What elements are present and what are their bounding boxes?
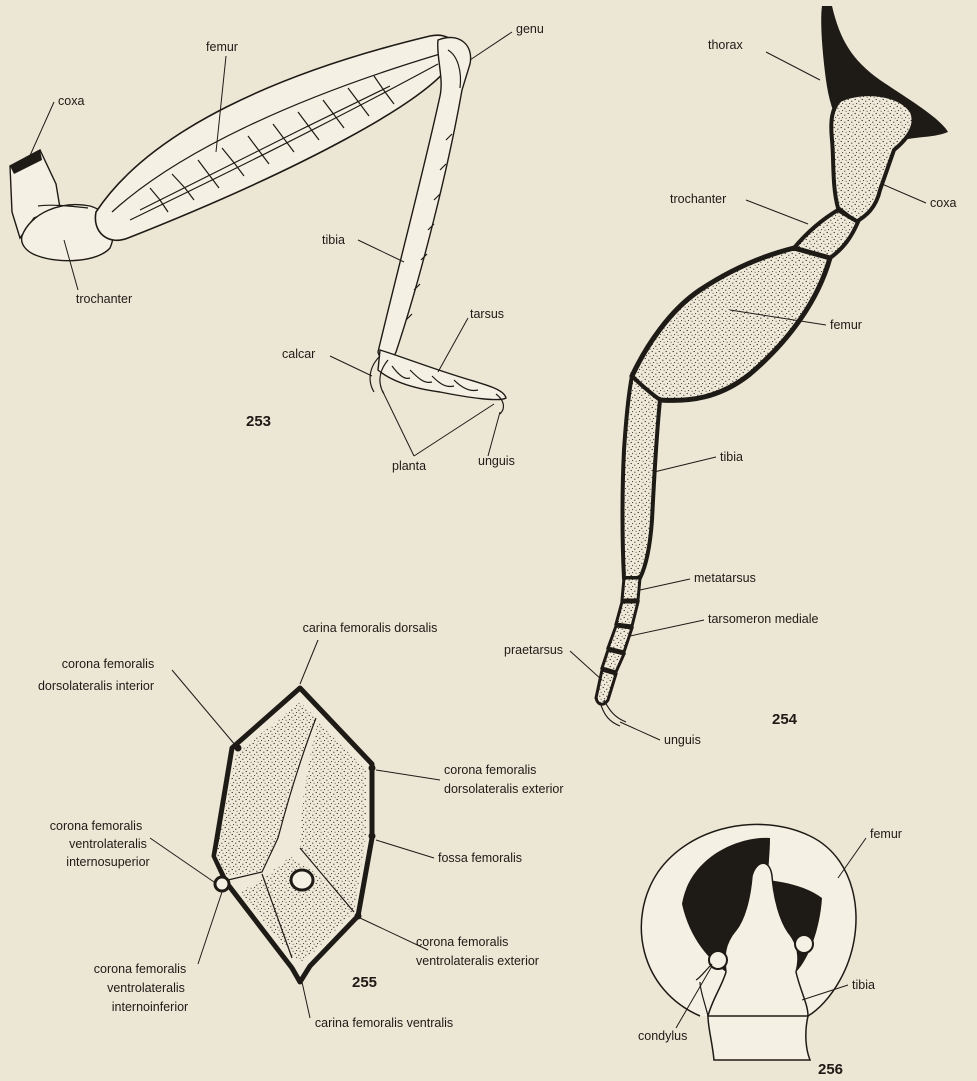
fig253-label-tibia: tibia <box>322 233 345 247</box>
fig254-tibia-shape <box>623 376 661 578</box>
fig253-label-femur: femur <box>206 40 238 54</box>
fig254-label-praetarsus: praetarsus <box>504 643 563 657</box>
fig255-label-dli-1: corona femoralis <box>62 657 154 671</box>
fig255-canal <box>291 870 313 890</box>
fig254-label-unguis: unguis <box>664 733 701 747</box>
fig254-number: 254 <box>772 711 798 728</box>
fig253-tarsus-shape <box>370 350 506 414</box>
fig254-tarsus-shape <box>596 578 640 726</box>
fig255-label-vlii-3: internoinferior <box>112 1000 188 1014</box>
fig253-label-planta: planta <box>392 459 426 473</box>
fig253-label-trochanter: trochanter <box>76 292 132 306</box>
fig254-label-metatarsus: metatarsus <box>694 571 756 585</box>
fig256-label-condylus: condylus <box>638 1029 687 1043</box>
fig256-label-tibia: tibia <box>852 978 875 992</box>
figure-256: femur tibia condylus 256 <box>638 824 902 1078</box>
fig254-label-coxa: coxa <box>930 196 956 210</box>
fig253-label-tarsus: tarsus <box>470 307 504 321</box>
fig255-label-carina-ventralis: carina femoralis ventralis <box>315 1016 453 1030</box>
figure-254: thorax trochanter coxa femur tibia metat… <box>504 6 956 747</box>
fig253-label-unguis: unguis <box>478 454 515 468</box>
figure-255: carina femoralis dorsalis corona femoral… <box>38 621 564 1030</box>
fig253-label-coxa: coxa <box>58 94 84 108</box>
fig255-label-vle-2: ventrolateralis exterior <box>416 954 539 968</box>
fig256-number: 256 <box>818 1061 843 1078</box>
fig255-label-vlii-2: ventrolateralis <box>107 981 185 995</box>
fig255-label-vlis-2: ventrolateralis <box>69 837 147 851</box>
fig255-number: 255 <box>352 974 377 991</box>
fig255-label-dli-2: dorsolateralis interior <box>38 679 154 693</box>
fig255-label-dle-2: dorsolateralis exterior <box>444 782 564 796</box>
fig254-coxa-shape <box>831 94 913 222</box>
fig256-condylus-right <box>795 935 813 953</box>
fig255-label-dle-1: corona femoralis <box>444 763 536 777</box>
fig254-femur-shape <box>632 248 830 400</box>
fig255-label-vlis-1: corona femoralis <box>50 819 142 833</box>
figure-253: femur genu coxa trochanter tibia tarsus … <box>10 22 544 473</box>
fig256-label-femur: femur <box>870 827 902 841</box>
fig253-femur-shape <box>95 35 455 240</box>
fig254-label-femur: femur <box>830 318 862 332</box>
fig255-label-carina-dorsalis: carina femoralis dorsalis <box>303 621 438 635</box>
fig253-label-genu: genu <box>516 22 544 36</box>
fig255-label-vle-1: corona femoralis <box>416 935 508 949</box>
fig255-label-vlii-1: corona femoralis <box>94 962 186 976</box>
fig255-label-fossa: fossa femoralis <box>438 851 522 865</box>
fig255-label-vlis-3: internosuperior <box>66 855 149 869</box>
fig254-label-trochanter: trochanter <box>670 192 726 206</box>
fig254-label-thorax: thorax <box>708 38 743 52</box>
fig254-label-tibia: tibia <box>720 450 743 464</box>
fig254-label-tarsomeron: tarsomeron mediale <box>708 612 819 626</box>
fig253-label-calcar: calcar <box>282 347 315 361</box>
fig253-number: 253 <box>246 413 271 430</box>
